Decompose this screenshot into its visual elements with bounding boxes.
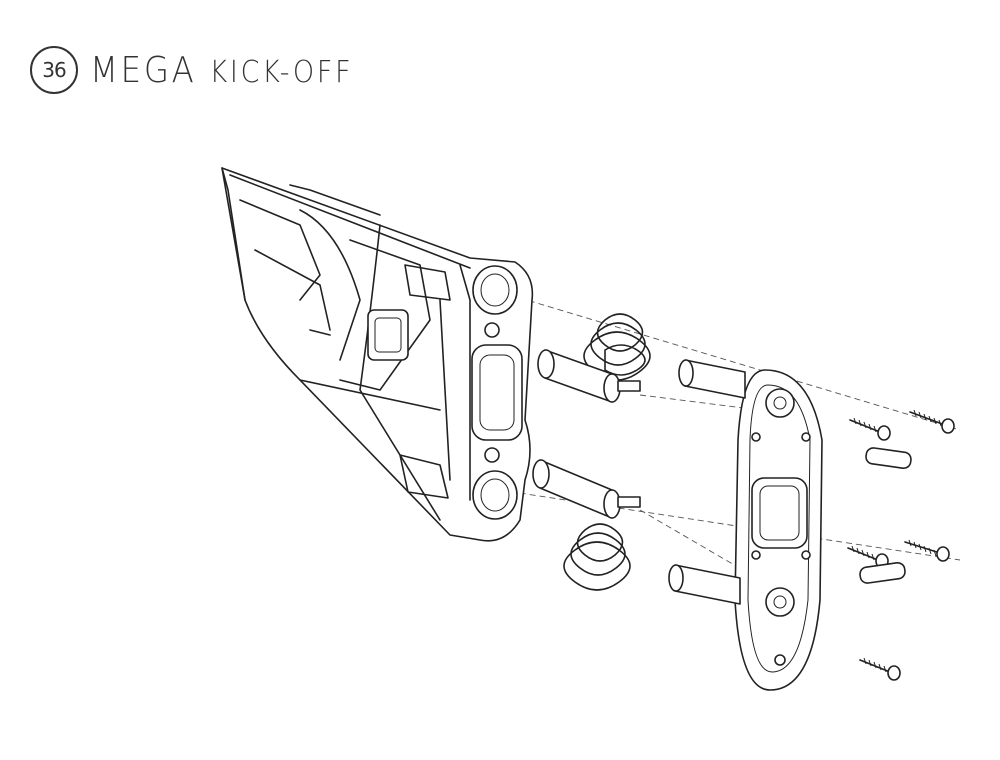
screw-1 xyxy=(909,409,955,434)
plunger-upper xyxy=(537,349,641,403)
spring-lower xyxy=(563,523,631,591)
plunger-lower xyxy=(532,459,641,519)
screw-5 xyxy=(859,657,901,681)
screw-3 xyxy=(904,539,950,562)
stock-body xyxy=(221,167,534,542)
step-title: 36 MEGA KICK-OFF xyxy=(30,40,383,100)
step-title-text: MEGA KICK-OFF xyxy=(90,50,353,91)
butt-plate xyxy=(668,359,823,691)
cap-lower xyxy=(859,561,906,584)
alignment-lines xyxy=(499,291,961,581)
screw-2 xyxy=(849,417,891,441)
spring-upper xyxy=(583,313,651,381)
title-main: MEGA xyxy=(90,49,197,91)
cap-upper xyxy=(865,447,912,470)
title-sub: KICK-OFF xyxy=(209,54,354,90)
step-number-badge: 36 xyxy=(30,46,78,94)
